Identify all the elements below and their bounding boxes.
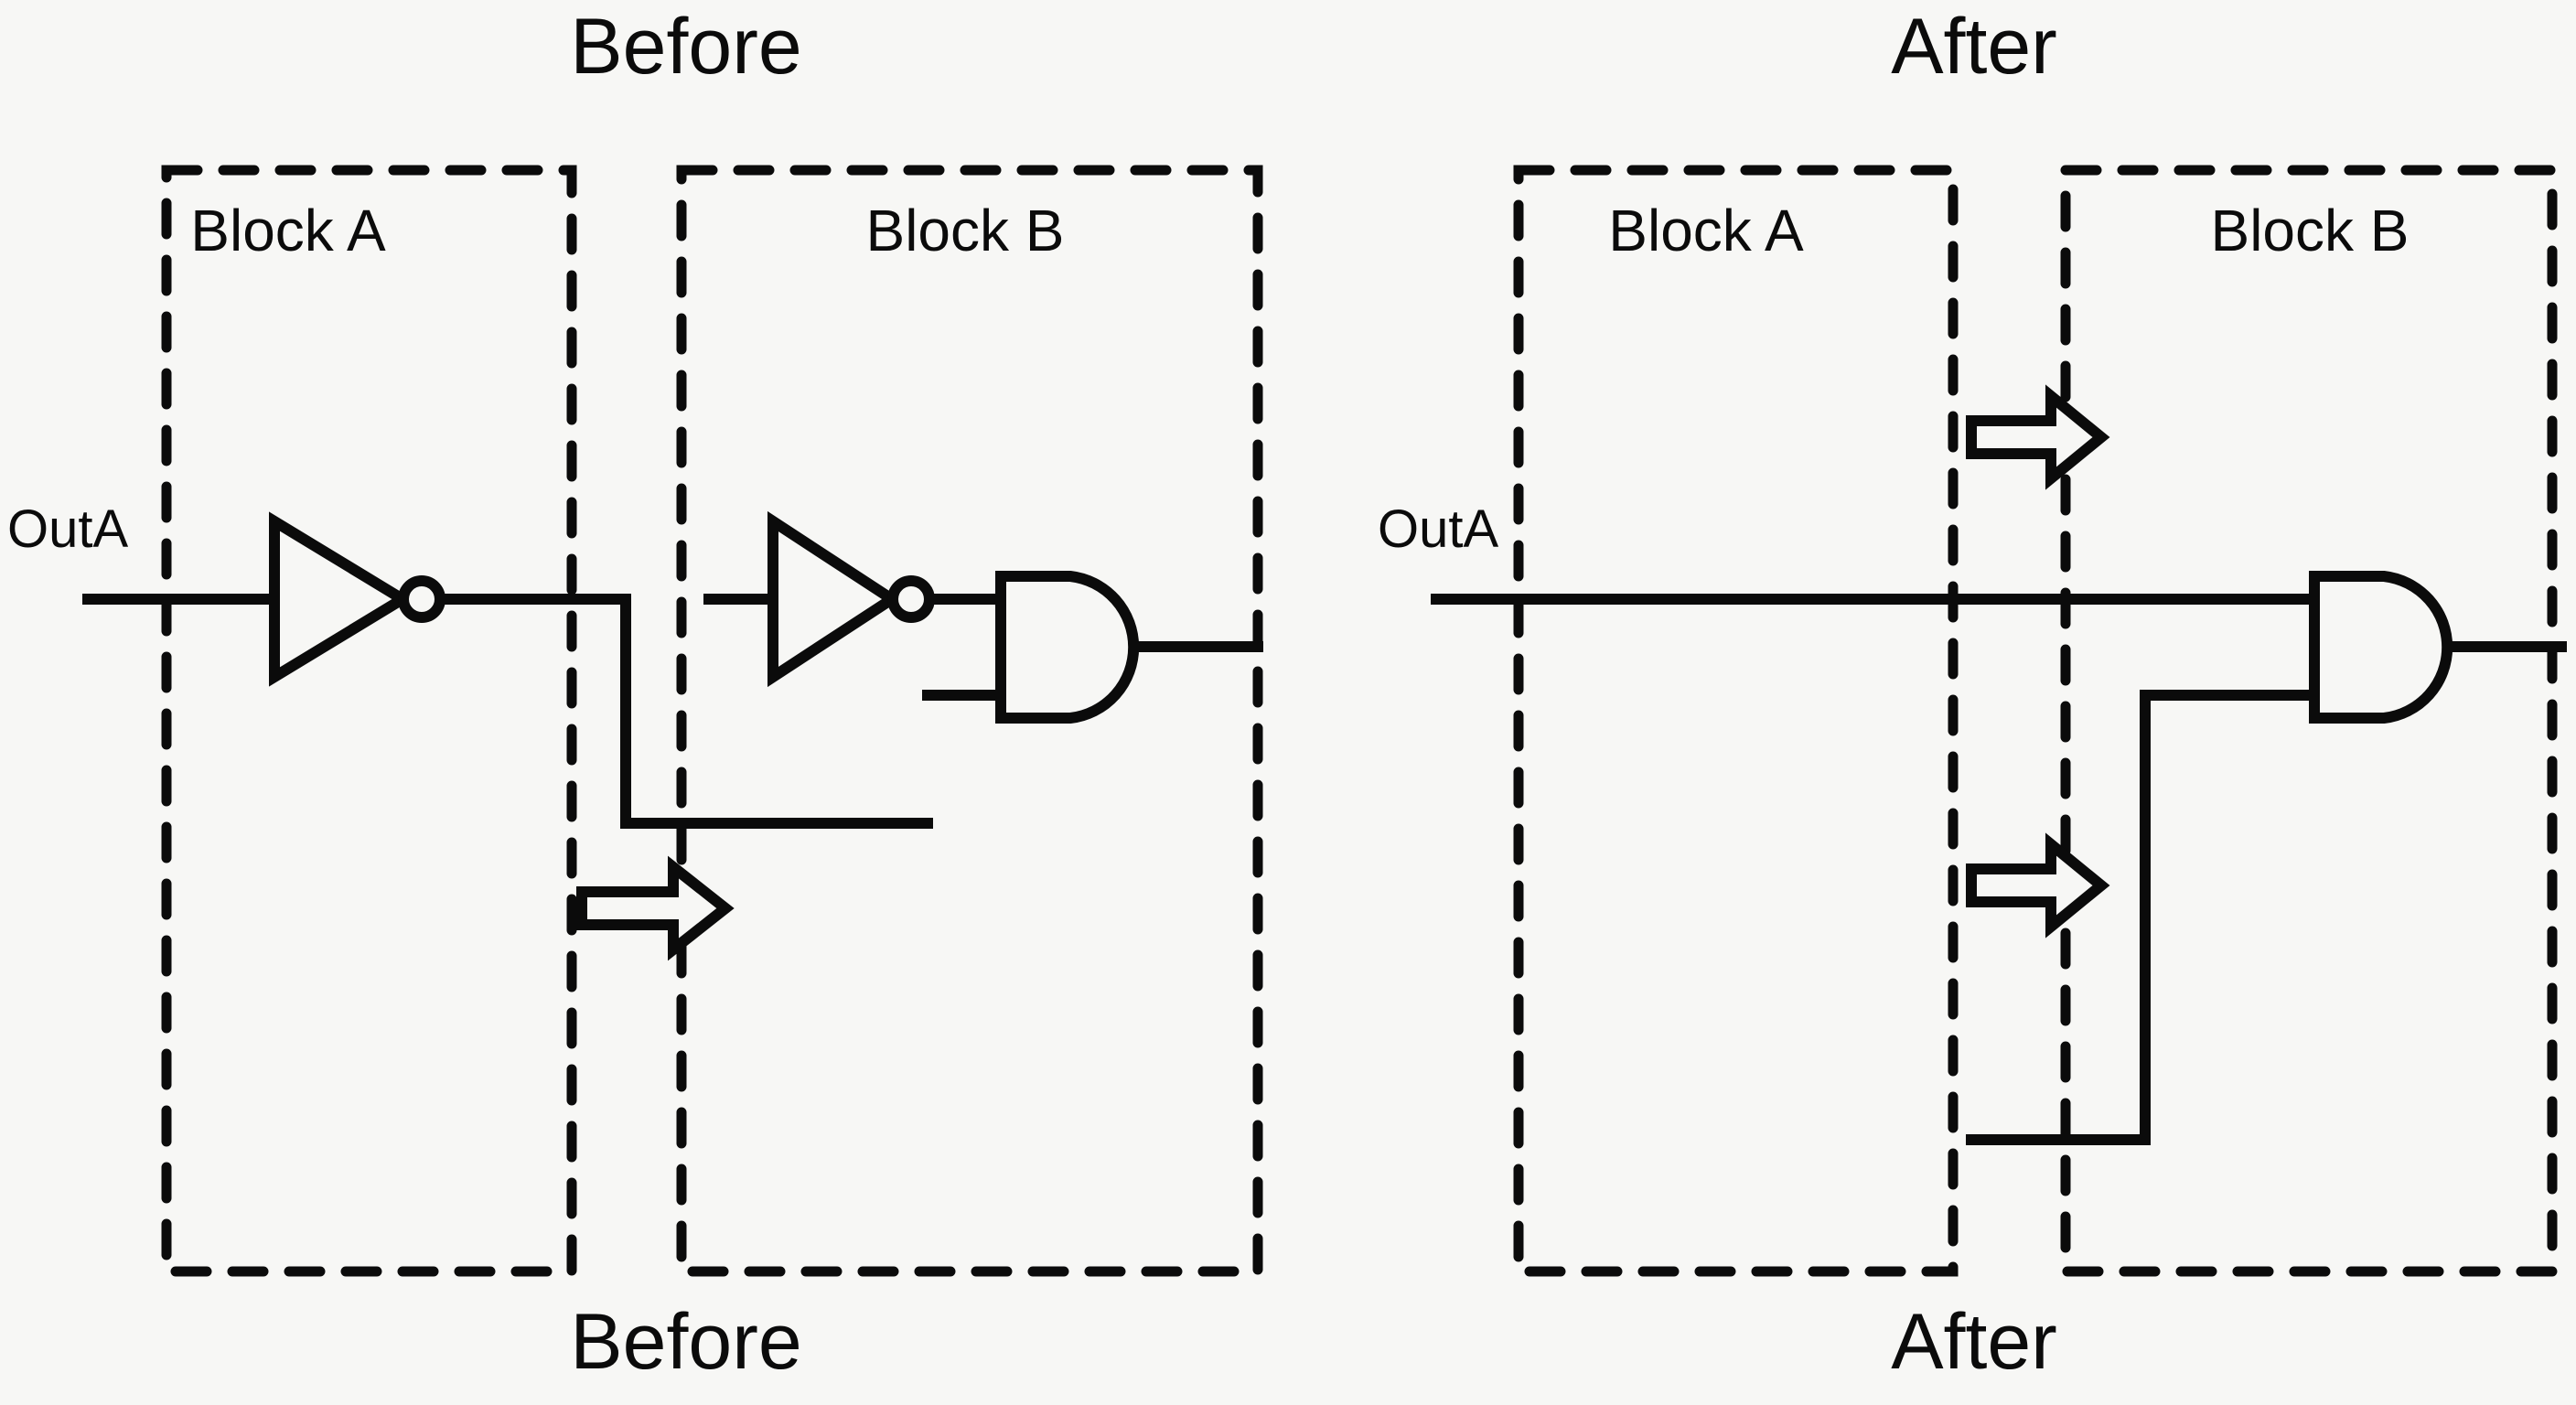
block-a-label-after: Block A — [1608, 198, 1804, 263]
panel-after-title-top: After — [1891, 3, 2057, 91]
after-schematic — [1431, 165, 2567, 1277]
panel-before-title-bottom: Before — [570, 1298, 802, 1386]
and-gate-body-before — [995, 571, 1140, 724]
hollow-right-arrow-icon-before-1 — [576, 855, 735, 961]
block-b-label-before: Block B — [865, 198, 1065, 263]
block-b-label-after: Block B — [2210, 198, 2410, 263]
block-b-boundary-after — [2060, 165, 2558, 1277]
panel-after-title-bottom: After — [1891, 1298, 2057, 1386]
block-a-boundary-after — [1513, 165, 1959, 1277]
block-a-label-before: Block A — [190, 198, 386, 263]
block-b-boundary-before — [676, 165, 1263, 1277]
and-gate-body-after — [2309, 571, 2453, 724]
panel-before: Before Before Block A Block B OutA — [7, 3, 1263, 1386]
outa-port-label-before: OutA — [7, 499, 129, 559]
panel-after: After After Block A Block B OutA — [1372, 0, 2576, 1405]
panel-before-title-top: Before — [570, 3, 802, 91]
hollow-right-arrow-icon-after-2 — [1966, 832, 2110, 938]
hollow-right-arrow-icon-after-1 — [1966, 384, 2110, 490]
before-schematic — [82, 165, 1263, 1277]
wire-andgate-lower-input-after — [1966, 690, 2320, 1145]
wire-inverter-a-to-andgate-lower — [435, 594, 933, 829]
inverter-b-body — [767, 510, 902, 688]
inverter-a-body — [269, 511, 413, 687]
outa-port-label-after: OutA — [1378, 499, 1499, 559]
block-a-boundary-before — [161, 165, 577, 1277]
